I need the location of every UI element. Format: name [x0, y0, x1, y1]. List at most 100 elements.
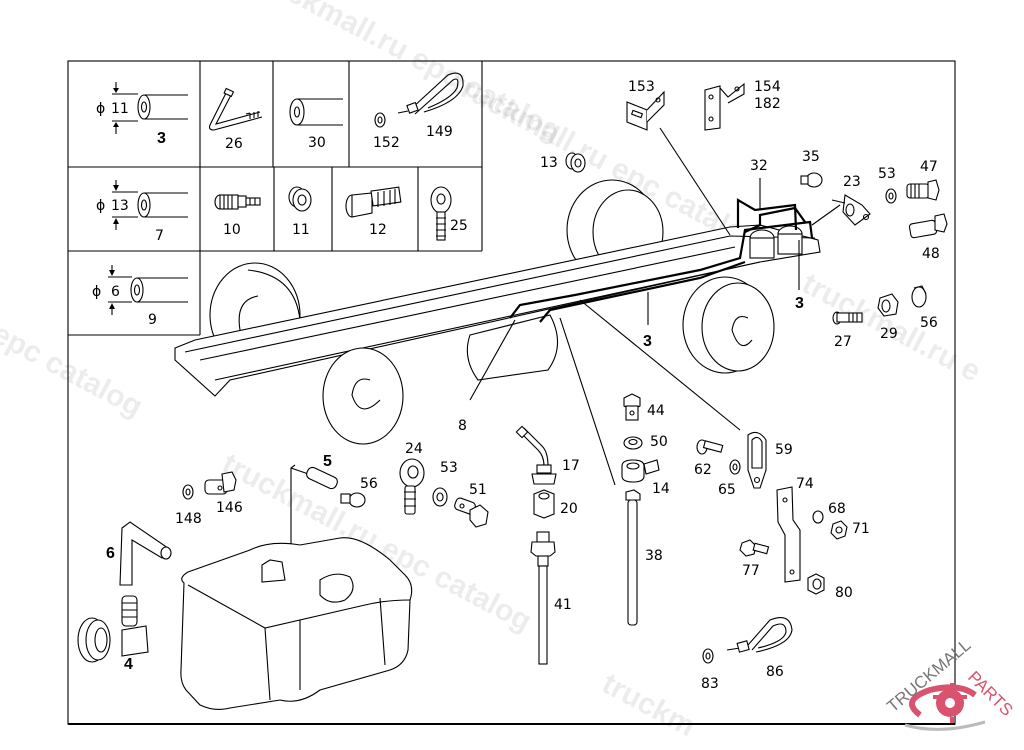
- callout-38: 38: [645, 548, 663, 564]
- callout-153: 153: [628, 79, 655, 95]
- part-label: 9: [148, 312, 157, 328]
- callout-41: 41: [554, 597, 572, 613]
- part-pin-5[interactable]: 5: [305, 453, 339, 490]
- part-cable-tie-86[interactable]: 86: [726, 617, 793, 680]
- part-label: 11: [292, 222, 310, 238]
- part-pipe-38[interactable]: 38: [625, 489, 663, 626]
- callout-148: 148: [175, 511, 202, 527]
- legend-cell-grommet-11[interactable]: 11: [288, 186, 312, 238]
- legend-cell-connector-12[interactable]: 12: [345, 186, 402, 238]
- legend-cell-bent-pipe-26[interactable]: 26: [208, 87, 263, 152]
- callout-5: 5: [323, 453, 332, 470]
- diameter-value: 11: [111, 101, 129, 117]
- chassis-frame: [174, 179, 821, 445]
- callout-8: 8: [458, 418, 467, 434]
- legend-cell-pipe-9[interactable]: ϕ 6 9: [92, 265, 188, 328]
- part-label: 30: [308, 135, 326, 151]
- callout-74: 74: [796, 476, 814, 492]
- callout-182: 182: [754, 96, 781, 112]
- callout-53-bottom: 53: [440, 460, 458, 476]
- callout-3-center: 3: [643, 333, 652, 350]
- callout-56-left: 56: [360, 476, 378, 492]
- callout-56-right: 56: [920, 315, 938, 331]
- callout-50: 50: [650, 434, 668, 450]
- callout-24: 24: [405, 441, 423, 457]
- part-banjo-24[interactable]: 24: [399, 441, 425, 515]
- callout-47: 47: [920, 159, 938, 175]
- part-screw-62[interactable]: 62: [694, 439, 724, 478]
- diameter-value: 6: [111, 284, 120, 300]
- callout-62: 62: [694, 462, 712, 478]
- callout-83: 83: [701, 676, 719, 692]
- part-label: 3: [157, 130, 166, 147]
- part-nut-20[interactable]: 20: [533, 489, 578, 519]
- part-clamp-35[interactable]: 35: [800, 149, 823, 188]
- part-grommet-13[interactable]: 13: [540, 152, 586, 173]
- part-washer-50[interactable]: 50: [623, 434, 668, 450]
- diameter-symbol: ϕ: [96, 198, 105, 214]
- callout-48: 48: [922, 246, 940, 262]
- part-lock-washer-68[interactable]: 68: [812, 501, 846, 524]
- part-nut-29[interactable]: 29: [877, 293, 899, 342]
- part-clamp-56-left[interactable]: 56: [340, 476, 378, 508]
- part-bracket-153[interactable]: 153: [626, 79, 665, 131]
- part-bracket-74[interactable]: 74: [776, 476, 814, 583]
- callout-6: 6: [106, 545, 115, 562]
- callout-59: 59: [775, 442, 793, 458]
- part-bracket-154-182[interactable]: 154 182: [704, 79, 781, 131]
- part-label: 25: [450, 218, 468, 234]
- part-filler-neck-4[interactable]: 4: [77, 595, 149, 673]
- part-bolt-77[interactable]: 77: [739, 539, 770, 579]
- legend-cell-cable-tie-149[interactable]: 149: [397, 72, 464, 140]
- part-washer-83[interactable]: 83: [701, 648, 719, 692]
- part-hose-6[interactable]: 6: [106, 521, 172, 586]
- part-hollow-screw-27[interactable]: 27: [832, 311, 863, 350]
- callout-13: 13: [540, 155, 558, 171]
- callout-65: 65: [718, 482, 736, 498]
- callout-154: 154: [754, 79, 781, 95]
- watermark: truckm: [597, 667, 701, 743]
- part-fitting-17[interactable]: 17: [515, 425, 580, 485]
- part-label: 152: [373, 135, 400, 151]
- part-banjo-14[interactable]: 14: [621, 459, 670, 497]
- callout-68: 68: [828, 501, 846, 517]
- diameter-symbol: ϕ: [96, 101, 105, 117]
- part-banjo-bolt-51[interactable]: 51: [454, 482, 489, 528]
- callout-32: 32: [750, 158, 768, 174]
- callout-23: 23: [843, 174, 861, 190]
- legend-cell-pipe-7[interactable]: ϕ 13 7: [96, 180, 188, 244]
- legend-cell-hose-30[interactable]: 30: [289, 98, 343, 151]
- legend-cell-washer-152[interactable]: 152: [373, 112, 400, 151]
- legend-cell-pipe-3[interactable]: ϕ 11 3: [96, 82, 188, 147]
- legend-cell-banjo-25[interactable]: 25: [430, 186, 468, 241]
- part-washer-148[interactable]: 148: [175, 484, 202, 527]
- callout-29: 29: [880, 326, 898, 342]
- diameter-symbol: ϕ: [92, 284, 101, 300]
- part-nut-80[interactable]: 80: [807, 573, 853, 601]
- callout-20: 20: [560, 501, 578, 517]
- part-banjo-bolt-44[interactable]: 44: [623, 393, 665, 421]
- part-label: 7: [155, 228, 164, 244]
- part-pipe-41[interactable]: 41: [530, 531, 572, 665]
- part-clamp-56-right[interactable]: 56: [911, 285, 938, 331]
- callout-77: 77: [742, 563, 760, 579]
- callout-14: 14: [652, 481, 670, 497]
- callout-51: 51: [469, 482, 487, 498]
- part-banjo-bolt-47[interactable]: 47: [906, 159, 940, 201]
- callout-71: 71: [852, 521, 870, 537]
- callout-86: 86: [766, 664, 784, 680]
- part-nut-71[interactable]: 71: [830, 520, 870, 540]
- part-clip-59[interactable]: 59: [747, 431, 793, 489]
- part-banjo-bolt-48[interactable]: 48: [908, 213, 948, 262]
- legend-grid: [68, 61, 483, 336]
- part-banjo-bolt-146[interactable]: 146: [204, 471, 243, 516]
- diameter-value: 13: [111, 198, 129, 214]
- part-washer-53-bottom[interactable]: 53: [432, 460, 458, 507]
- part-washer-53-top[interactable]: 53: [878, 166, 897, 204]
- part-label: 12: [369, 222, 387, 238]
- part-banjo-23[interactable]: 23: [831, 174, 871, 226]
- legend-cell-fitting-10[interactable]: 10: [214, 194, 261, 238]
- callout-80: 80: [835, 585, 853, 601]
- part-washer-65[interactable]: 65: [718, 459, 741, 498]
